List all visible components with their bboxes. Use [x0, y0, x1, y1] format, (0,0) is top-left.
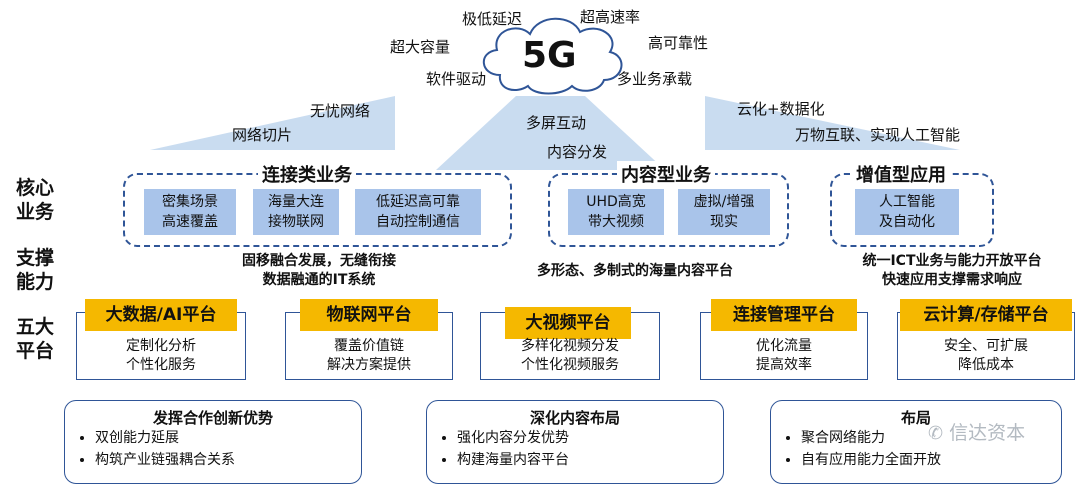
strategy-item: 聚合网络能力: [801, 427, 941, 449]
cloud-icon: [482, 17, 623, 95]
beam-center-label-2: 内容分发: [547, 143, 608, 161]
cloud-label: 5G: [522, 35, 577, 76]
beam-right-label-1: 云化+数据化: [737, 100, 825, 118]
strategy-item: 自有应用能力全面开放: [801, 449, 941, 471]
strategy-item: 强化内容分发优势: [457, 427, 569, 449]
core-item-vr-ar: 虚拟/增强 现实: [678, 189, 770, 235]
beam-center: [436, 96, 665, 170]
feature-multi-service: 多业务承载: [617, 70, 693, 88]
strategy-item: 双创能力延展: [95, 427, 235, 449]
strategy-title: 发挥合作创新优势: [152, 409, 273, 427]
core-item-dense-coverage: 密集场景 高速覆盖: [144, 189, 236, 235]
platform-bigdata-ai: 大数据/AI平台 定制化分析 个性化服务: [76, 299, 246, 380]
platform-cloud-storage: 云计算/存储平台 安全、可扩展 降低成本: [897, 299, 1075, 380]
strategy-item: 构建海量内容平台: [457, 449, 569, 471]
wechat-icon: ✆: [928, 423, 944, 444]
core-item-low-latency-control: 低延迟高可靠 自动控制通信: [355, 189, 481, 235]
feature-low-latency: 极低延迟: [462, 10, 523, 28]
strategy-title: 布局: [900, 409, 931, 427]
strategy-layout: 布局 聚合网络能力 自有应用能力全面开放: [770, 400, 1062, 484]
platform-desc: 覆盖价值链 解决方案提供: [327, 338, 411, 373]
strategy-content: 深化内容布局 强化内容分发优势 构建海量内容平台: [426, 400, 724, 484]
side-label-platforms: 五大平台: [16, 316, 55, 362]
strategy-list: 双创能力延展 构筑产业链强耦合关系: [75, 427, 235, 471]
feature-high-speed: 超高速率: [580, 8, 641, 26]
support-ict-platform: 统一ICT业务与能力开放平台 快速应用支撑需求响应: [862, 253, 1042, 288]
core-title-content: 内容型业务: [617, 161, 715, 187]
platform-iot: 物联网平台 覆盖价值链 解决方案提供: [285, 299, 453, 380]
beam-left: [150, 96, 395, 150]
feature-software-driven: 软件驱动: [426, 70, 487, 88]
platform-title: 云计算/存储平台: [900, 299, 1072, 331]
strategy-title: 深化内容布局: [529, 409, 620, 427]
beam-right: [705, 96, 960, 150]
strategy-list: 聚合网络能力 自有应用能力全面开放: [781, 427, 941, 471]
platform-title: 物联网平台: [300, 299, 438, 331]
core-title-connectivity: 连接类业务: [258, 161, 356, 187]
strategy-list: 强化内容分发优势 构建海量内容平台: [437, 427, 569, 471]
core-item-ai-automation: 人工智能 及自动化: [855, 189, 959, 235]
side-label-support: 支撑能力: [16, 247, 55, 293]
side-label-core: 核心业务: [16, 177, 55, 223]
core-item-massive-iot: 海量大连 接物联网: [253, 189, 339, 235]
support-it-system: 固移融合发展，无缝衔接 数据融通的IT系统: [242, 253, 396, 288]
platform-title: 大数据/AI平台: [85, 299, 237, 331]
beam-center-label-1: 多屏互动: [526, 114, 587, 132]
strategy-item: 构筑产业链强耦合关系: [95, 449, 235, 471]
platform-connection-mgmt: 连接管理平台 优化流量 提高效率: [700, 299, 868, 380]
beam-right-label-2: 万物互联、实现人工智能: [795, 126, 961, 144]
core-item-uhd-video: UHD高宽 带大视频: [568, 189, 664, 235]
watermark: ✆ 信达资本: [928, 424, 1025, 443]
watermark-text: 信达资本: [949, 422, 1026, 444]
platform-video: 大视频平台 多样化视频分发 个性化视频服务: [480, 307, 660, 380]
platform-title: 连接管理平台: [711, 299, 857, 331]
feature-large-capacity: 超大容量: [390, 38, 451, 56]
platform-desc: 优化流量 提高效率: [756, 338, 812, 373]
beam-left-label-1: 无忧网络: [310, 102, 371, 120]
support-content-platform: 多形态、多制式的海量内容平台: [537, 263, 733, 279]
feature-high-reliability: 高可靠性: [648, 34, 709, 52]
platform-title: 大视频平台: [505, 307, 631, 339]
core-title-value-added: 增值型应用: [852, 161, 950, 187]
beam-left-label-2: 网络切片: [232, 126, 293, 144]
platform-desc: 安全、可扩展 降低成本: [944, 338, 1028, 373]
platform-desc: 多样化视频分发 个性化视频服务: [521, 338, 619, 373]
platform-desc: 定制化分析 个性化服务: [126, 338, 196, 373]
strategy-cooperation: 发挥合作创新优势 双创能力延展 构筑产业链强耦合关系: [64, 400, 362, 484]
